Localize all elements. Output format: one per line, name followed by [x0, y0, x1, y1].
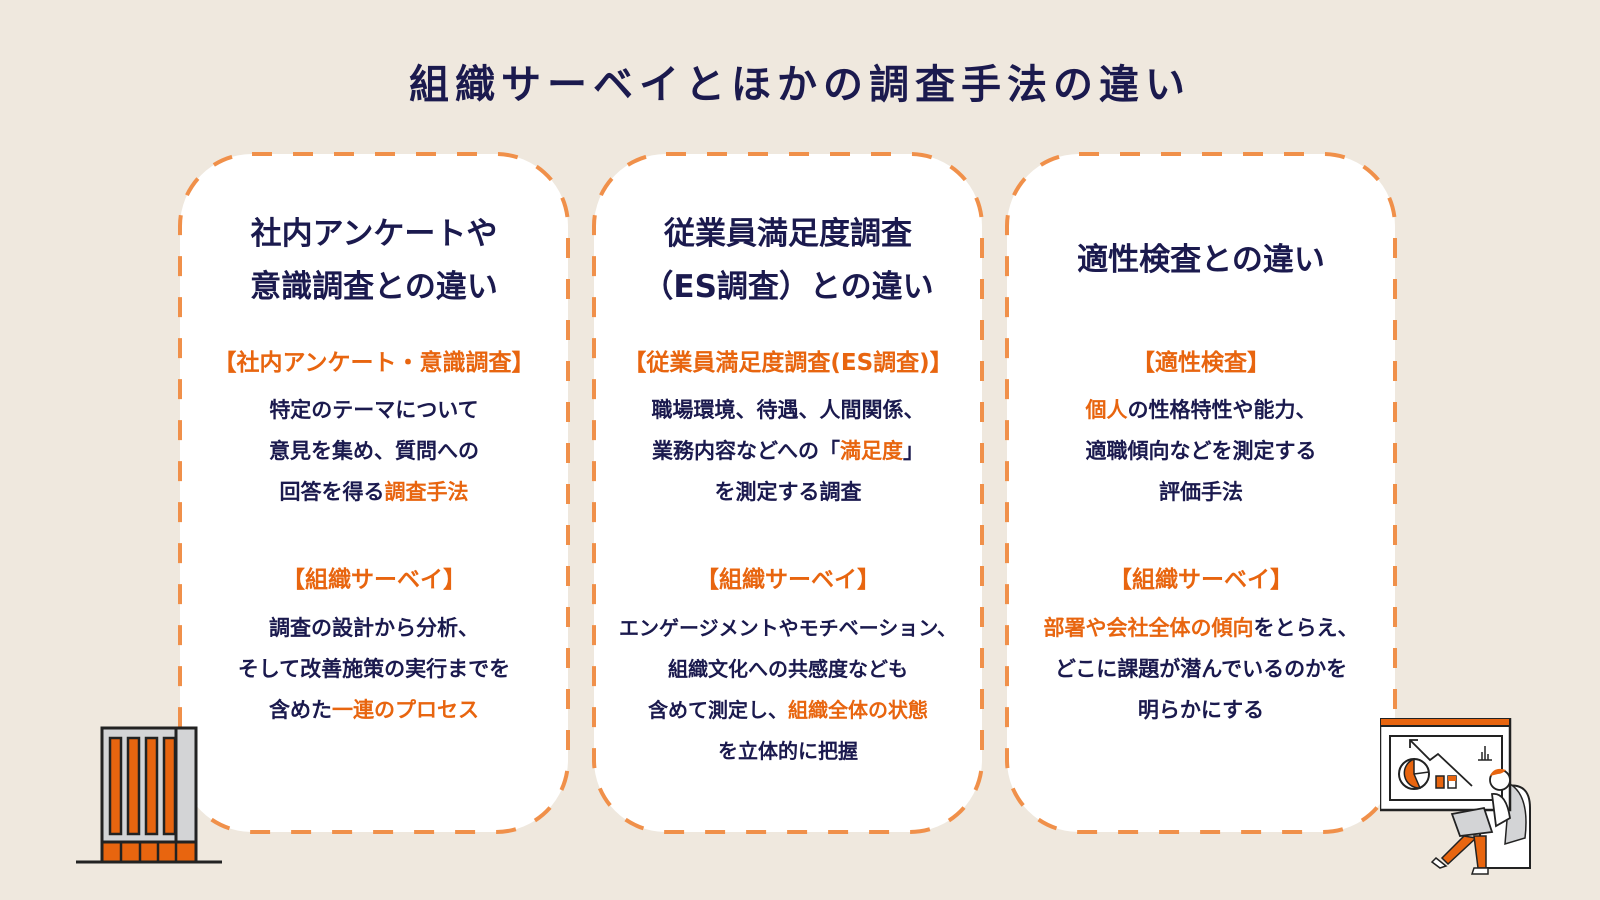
card-aptitude-test: 適性検査との違い 【適性検査】 個人の性格特性や能力、 適職傾向などを測定する … [1005, 152, 1397, 834]
text-line: 評価手法 [1159, 480, 1243, 504]
text-line: 明らかにする [1137, 698, 1265, 722]
card-title-line: 意識調査との違い [250, 269, 498, 305]
analytics-person-icon [1380, 718, 1531, 875]
method-description: 個人の性格特性や能力、 適職傾向などを測定する 評価手法 [1005, 390, 1397, 513]
survey-label: 【組織サーベイ】 [696, 567, 880, 593]
method-description: 職場環境、待遇、人間関係、 業務内容などへの「満足度」 を測定する調査 [592, 390, 984, 513]
card-title: 従業員満足度調査 （ES調査）との違い [592, 208, 984, 314]
text-line: 業務内容などへの「満足度」 [652, 439, 924, 463]
text-line: 含めた一連のプロセス [269, 698, 479, 722]
text-line: を測定する調査 [714, 480, 862, 504]
method-description: 特定のテーマについて 意見を集め、質問への 回答を得る調査手法 [178, 390, 570, 513]
survey-description: エンゲージメントやモチベーション、 組織文化への共感度なども 含めて測定し、組織… [592, 608, 984, 772]
office-building-icon [76, 726, 222, 864]
highlight-text: 個人 [1085, 398, 1128, 422]
card-title-line: 適性検査との違い [1077, 242, 1325, 278]
method-label: 【社内アンケート・意識調査】 [213, 350, 535, 376]
dashed-card-frame [178, 152, 570, 834]
card-internal-survey: 社内アンケートや 意識調査との違い 【社内アンケート・意識調査】 特定のテーマに… [178, 152, 570, 834]
card-title-line: 従業員満足度調査 [664, 216, 912, 252]
text-line: 特定のテーマについて [269, 398, 479, 422]
text-line: を立体的に把握 [718, 739, 858, 763]
highlight-text: 一連のプロセス [332, 698, 479, 722]
text-line: 組織文化への共感度なども [668, 657, 908, 681]
survey-description: 調査の設計から分析、 そして改善施策の実行までを 含めた一連のプロセス [178, 608, 570, 731]
survey-description: 部署や会社全体の傾向をとらえ、 どこに課題が潜んでいるのかを 明らかにする [1005, 608, 1397, 731]
dashed-card-frame [1005, 152, 1397, 834]
text-line: そして改善施策の実行までを [237, 657, 511, 681]
survey-label: 【組織サーベイ】 [1109, 567, 1293, 593]
text-line: 含めて測定し、組織全体の状態 [648, 698, 928, 722]
survey-label: 【組織サーベイ】 [282, 567, 466, 593]
text-line: 意見を集め、質問への [269, 439, 479, 463]
card-title-line: （ES調査）との違い [642, 269, 934, 305]
card-title: 社内アンケートや 意識調査との違い [178, 208, 570, 314]
text-line: 回答を得る調査手法 [279, 480, 469, 504]
method-label: 【従業員満足度調査(ES調査)】 [623, 350, 953, 376]
card-title: 適性検査との違い [1005, 234, 1397, 287]
text-line: 適職傾向などを測定する [1085, 439, 1317, 463]
card-title-line: 社内アンケートや [250, 216, 498, 252]
card-es-survey: 従業員満足度調査 （ES調査）との違い 【従業員満足度調査(ES調査)】 職場環… [592, 152, 984, 834]
dashed-card-frame [592, 152, 984, 834]
highlight-text: 調査手法 [384, 480, 469, 504]
highlight-text: 組織全体の状態 [788, 698, 928, 722]
text-line: 部署や会社全体の傾向をとらえ、 [1043, 616, 1359, 640]
text-line: 個人の性格特性や能力、 [1085, 398, 1317, 422]
text-line: 職場環境、待遇、人間関係、 [651, 398, 925, 422]
highlight-text: 満足度 [839, 439, 903, 463]
text-line: エンゲージメントやモチベーション、 [619, 616, 957, 640]
text-line: 調査の設計から分析、 [269, 616, 479, 640]
method-label: 【適性検査】 [1132, 350, 1270, 376]
text-line: どこに課題が潜んでいるのかを [1054, 657, 1348, 681]
highlight-text: 部署や会社全体の傾向 [1043, 616, 1254, 640]
page-title: 組織サーベイとほかの調査手法の違い [409, 62, 1191, 108]
